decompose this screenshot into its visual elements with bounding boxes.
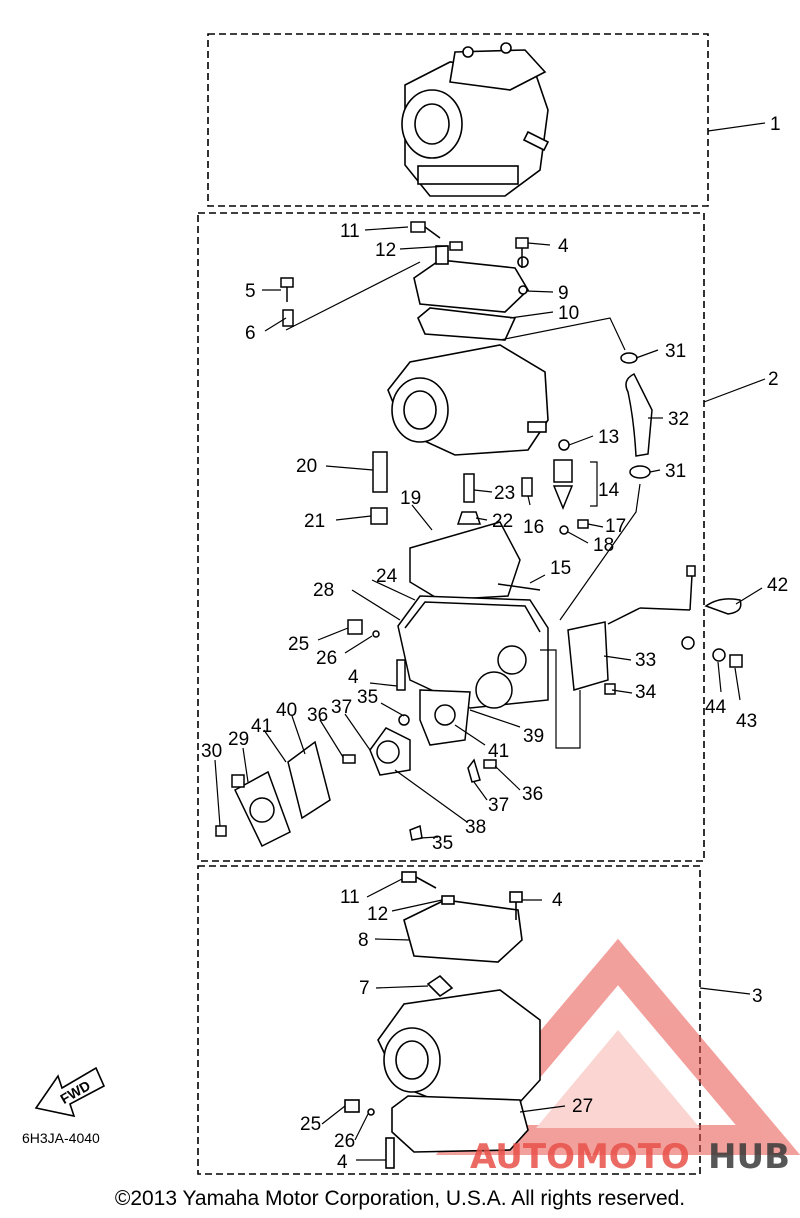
group-boxes [197, 33, 709, 1175]
watermark-text: AUTOMOTO HUB [470, 1137, 790, 1177]
callout-13: 13 [598, 427, 619, 448]
callout-21: 21 [304, 511, 325, 532]
callout-44: 44 [705, 697, 727, 718]
callout-7: 7 [359, 978, 370, 999]
watermark-text-part1: AUTOMOTO [470, 1137, 690, 1177]
callout-8: 8 [358, 930, 369, 951]
callout-1: 1 [770, 114, 781, 135]
callout-35: 35 [357, 687, 378, 708]
callout-42: 42 [767, 575, 788, 596]
callout-26: 26 [316, 648, 337, 669]
small-parts-2 [215, 221, 743, 848]
callout-32: 32 [668, 409, 689, 430]
callout-31: 31 [665, 461, 686, 482]
callout-14: 14 [598, 480, 620, 501]
callout-11: 11 [340, 887, 360, 908]
callout-26: 26 [334, 1131, 355, 1152]
callout-28: 28 [313, 580, 334, 601]
watermark-logo [435, 938, 800, 1155]
callout-4: 4 [558, 236, 569, 257]
leader-lines [214, 122, 766, 1161]
diagram-code: 6H3JA-4040 [22, 1130, 100, 1146]
callout-19: 19 [400, 488, 421, 509]
callout-22: 22 [492, 511, 513, 532]
callout-20: 20 [296, 456, 317, 477]
callout-43: 43 [736, 711, 757, 732]
callout-labels: 1 2 3 4 5 6 9 10 11 12 31 32 13 31 14 20… [201, 114, 788, 1173]
callout-23: 23 [494, 483, 515, 504]
callout-12: 12 [375, 240, 396, 261]
fwd-arrow-icon [34, 1066, 106, 1118]
carburetor-body-2 [387, 245, 549, 456]
callout-27: 27 [572, 1096, 593, 1117]
callout-4: 4 [348, 667, 359, 688]
callout-4: 4 [337, 1152, 348, 1173]
callout-11: 11 [340, 221, 360, 242]
callout-10: 10 [558, 303, 579, 324]
callout-39: 39 [523, 726, 544, 747]
callout-41: 41 [488, 741, 509, 762]
group-box-2 [197, 212, 705, 862]
callout-3: 3 [752, 986, 763, 1007]
group-box-1 [207, 33, 709, 207]
callout-18: 18 [593, 535, 614, 556]
carburetor-assembly-3 [344, 871, 541, 1169]
callout-4: 4 [552, 890, 563, 911]
carburetor-assembly-1 [401, 42, 550, 197]
callout-15: 15 [550, 558, 571, 579]
callout-25: 25 [300, 1114, 321, 1135]
callout-34: 34 [635, 682, 657, 703]
callout-6: 6 [245, 323, 256, 344]
callout-35: 35 [432, 833, 453, 854]
callout-30: 30 [201, 741, 222, 762]
copyright-notice: ©2013 Yamaha Motor Corporation, U.S.A. A… [115, 1187, 685, 1210]
callout-38: 38 [465, 817, 486, 838]
callout-37: 37 [488, 795, 509, 816]
callout-12: 12 [367, 904, 388, 925]
callout-9: 9 [558, 283, 569, 304]
fwd-arrow: FWD [34, 1066, 106, 1118]
callout-2: 2 [768, 369, 779, 390]
callout-24: 24 [376, 566, 398, 587]
callout-33: 33 [635, 650, 656, 671]
callout-37: 37 [331, 697, 352, 718]
callout-36: 36 [522, 784, 543, 805]
callout-41: 41 [251, 716, 272, 737]
callout-17: 17 [605, 516, 626, 537]
callout-29: 29 [228, 729, 249, 750]
callout-36: 36 [307, 705, 328, 726]
callout-40: 40 [276, 700, 297, 721]
callout-16: 16 [523, 517, 544, 538]
watermark-text-part2: HUB [708, 1137, 790, 1177]
group-box-3 [197, 865, 701, 1175]
callout-31: 31 [665, 341, 686, 362]
callout-5: 5 [245, 281, 256, 302]
callout-25: 25 [288, 634, 309, 655]
